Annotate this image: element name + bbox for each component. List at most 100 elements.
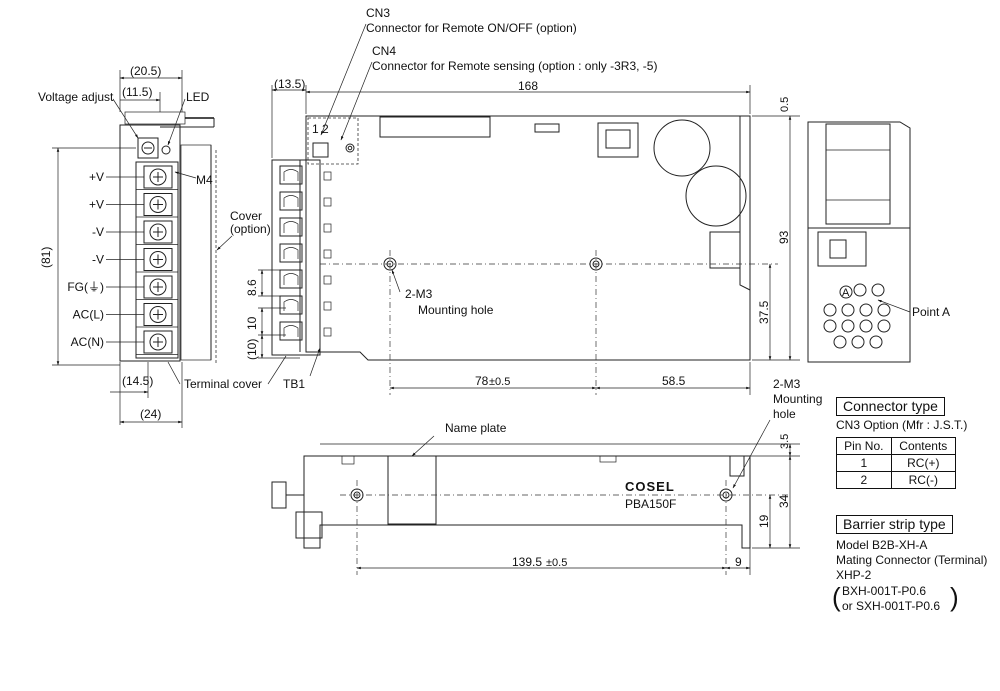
led-label: LED bbox=[186, 90, 210, 104]
vent-hole bbox=[841, 319, 855, 333]
terminal-clamp bbox=[283, 273, 299, 285]
terminal-slot bbox=[279, 243, 303, 263]
dim-81: (81) bbox=[39, 247, 53, 268]
barrier-line: Mating Connector (Terminal) bbox=[836, 553, 988, 567]
terminal-tab bbox=[323, 171, 332, 181]
terminal-label: +V bbox=[89, 170, 104, 184]
barrier-line: or SXH-001T-P0.6 bbox=[842, 599, 941, 613]
dim-20-5: (20.5) bbox=[130, 64, 161, 78]
terminal-slot bbox=[279, 191, 303, 211]
vent-holes bbox=[823, 283, 891, 349]
top-view: 1 2 bbox=[245, 6, 800, 395]
table-cell: 2 bbox=[836, 471, 892, 489]
right-side-view: A Point A bbox=[807, 121, 950, 363]
screw-icon bbox=[149, 196, 167, 213]
name-plate-label: Name plate bbox=[445, 421, 507, 435]
dim-13-5: (13.5) bbox=[274, 77, 305, 91]
vent-hole bbox=[851, 335, 865, 349]
vent-hole bbox=[853, 283, 867, 297]
vent-hole bbox=[877, 303, 891, 317]
dim-8-6: 8.6 bbox=[245, 279, 259, 296]
mounting-hole-label: Mounting hole bbox=[418, 303, 494, 317]
vent-hole bbox=[823, 319, 837, 333]
terminal-label: AC(L) bbox=[73, 308, 104, 322]
dim-168: 168 bbox=[518, 79, 538, 93]
vent-hole bbox=[841, 303, 855, 317]
terminal-slot bbox=[279, 295, 303, 315]
terminal-label: -V bbox=[92, 253, 104, 267]
dim-11-5: (11.5) bbox=[122, 85, 152, 99]
terminal-tab bbox=[323, 197, 332, 207]
brand-logo: COSEL bbox=[625, 479, 675, 494]
vent-hole bbox=[859, 319, 873, 333]
table-row: 2 RC(-) bbox=[836, 471, 957, 489]
terminal-slot bbox=[279, 321, 303, 341]
table-header-row: Pin No. Contents bbox=[836, 437, 957, 455]
table-cell: RC(-) bbox=[890, 471, 957, 489]
mounting-word: Mounting bbox=[773, 392, 822, 406]
terminal-clamp bbox=[283, 247, 299, 259]
terminal-label: FG(⏚) bbox=[67, 280, 104, 294]
terminal-slot bbox=[279, 165, 303, 185]
screw-icon bbox=[149, 251, 167, 268]
vent-hole bbox=[859, 303, 873, 317]
terminal-tab bbox=[323, 223, 332, 233]
vent-hole bbox=[823, 303, 837, 317]
barrier-line: Model B2B-XH-A bbox=[836, 538, 928, 552]
dim-3-5: 3.5 bbox=[779, 434, 791, 449]
terminal-clamp bbox=[283, 169, 299, 181]
paren-left: ( bbox=[832, 582, 841, 612]
terminal-slot bbox=[279, 217, 303, 237]
screw-icon bbox=[149, 333, 167, 351]
dim-0-5: 0.5 bbox=[779, 97, 791, 112]
bottom-view: Name plate COSEL PBA150F 2-M3 Mounting h… bbox=[271, 377, 822, 575]
barrier-strip-title: Barrier strip type bbox=[836, 515, 953, 534]
dim-34: 34 bbox=[777, 494, 791, 508]
point-a-marker: A bbox=[842, 287, 850, 299]
terminal-cover-label: Terminal cover bbox=[184, 377, 262, 391]
terminal-clamp bbox=[283, 195, 299, 207]
terminal-clamp bbox=[283, 221, 299, 233]
m4-label: M4 bbox=[196, 173, 213, 187]
dim-19: 19 bbox=[757, 514, 771, 528]
vent-hole bbox=[877, 319, 891, 333]
vent-hole bbox=[869, 335, 883, 349]
terminal-tab bbox=[323, 275, 332, 285]
terminal-tab bbox=[323, 301, 332, 311]
screw-icon bbox=[149, 168, 167, 186]
table-header: Pin No. bbox=[836, 437, 892, 455]
dim-139-tolerance: ±0.5 bbox=[546, 557, 567, 569]
cn4-desc: Connector for Remote sensing (option : o… bbox=[372, 59, 657, 73]
terminal-slot bbox=[279, 269, 303, 289]
left-side-view: (20.5) (11.5) Voltage adjust LED M4 Cove… bbox=[38, 64, 271, 428]
terminal-labels: +V+V-V-VFG(⏚)AC(L)AC(N) bbox=[67, 170, 144, 349]
cn3-title: CN3 bbox=[366, 6, 390, 20]
voltage-adjust-label: Voltage adjust bbox=[38, 90, 114, 104]
dim-139-5: 139.5 bbox=[512, 555, 542, 569]
barrier-line: BXH-001T-P0.6 bbox=[842, 584, 927, 598]
terminal-label: AC(N) bbox=[71, 335, 104, 349]
terminal-tab bbox=[323, 327, 332, 337]
dim-58-5: 58.5 bbox=[662, 374, 686, 388]
cn3-desc: Connector for Remote ON/OFF (option) bbox=[366, 21, 577, 35]
vent-hole bbox=[833, 335, 847, 349]
cn-pin-numbers: 1 2 bbox=[312, 122, 329, 136]
table-cell: 1 bbox=[836, 454, 892, 472]
dim-24: (24) bbox=[140, 407, 161, 421]
hole-word: hole bbox=[773, 407, 796, 421]
dim-78-tolerance: ±0.5 bbox=[489, 376, 510, 388]
cover-option-label: (option) bbox=[230, 222, 271, 236]
table-cell: RC(+) bbox=[890, 454, 957, 472]
cn4-title: CN4 bbox=[372, 44, 396, 58]
connector-table: Pin No. Contents 1 RC(+) 2 RC(-) bbox=[836, 437, 957, 489]
point-a-label: Point A bbox=[912, 305, 950, 319]
dim-93: 93 bbox=[777, 230, 791, 244]
terminal-clamp bbox=[283, 299, 299, 311]
terminal-screws bbox=[136, 165, 178, 355]
table-row: 1 RC(+) bbox=[836, 454, 957, 472]
tb1-label: TB1 bbox=[283, 377, 305, 391]
connector-type-title: Connector type bbox=[836, 397, 945, 416]
screw-icon bbox=[149, 223, 167, 241]
model-label: PBA150F bbox=[625, 497, 676, 511]
